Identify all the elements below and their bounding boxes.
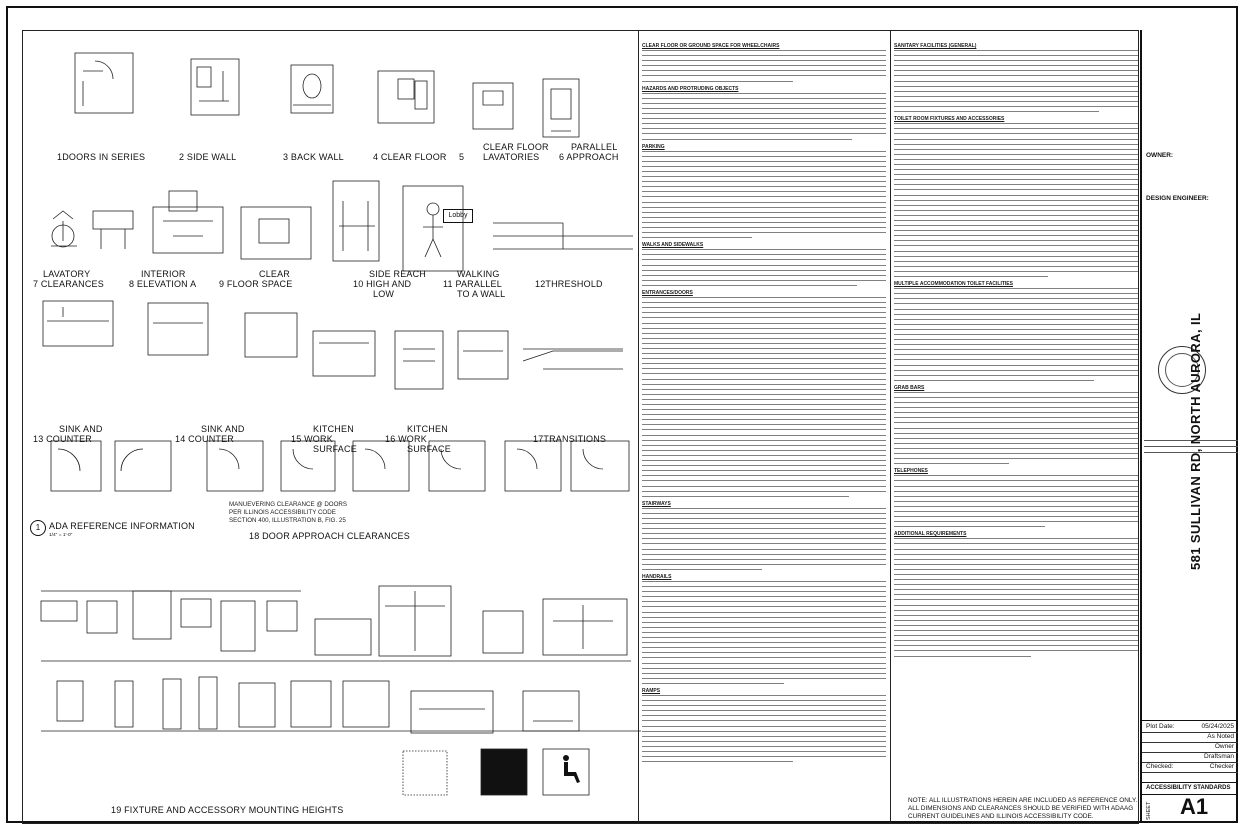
caption-13-line1: SINK AND (59, 424, 103, 434)
ada-reference-title: ADA REFERENCE INFORMATION (49, 521, 195, 531)
spec-text-column-1: CLEAR FLOOR OR GROUND SPACE FOR WHEELCHA… (638, 31, 891, 823)
caption-15-line3: SURFACE (313, 444, 357, 454)
plot-date-row: Plot Date:05/24/2025 (1142, 722, 1238, 733)
caption-9-line2: 9 FLOOR SPACE (219, 279, 293, 289)
maneuvering-clearance-note: MANUEVERING CLEARANCE @ DOORS PER ILLINO… (229, 501, 348, 524)
spec-heading: PARKING (642, 143, 665, 150)
spec-heading: CLEAR FLOOR OR GROUND SPACE FOR WHEELCHA… (642, 43, 780, 49)
spec-paragraph (894, 50, 1138, 113)
spec-heading: HANDRAILS (642, 574, 672, 580)
spec-heading: TOILET ROOM FIXTURES AND ACCESSORIES (894, 116, 1005, 123)
caption-10-line1: SIDE REACH (369, 269, 427, 279)
caption-doors-in-series: 1DOORS IN SERIES (57, 152, 146, 162)
caption-9-line1: CLEAR (259, 269, 291, 279)
spec-paragraph (642, 150, 886, 239)
caption-6-line2: 6 APPROACH (559, 152, 619, 162)
illustration-linework (40, 52, 641, 796)
detail-tag: 1 (30, 520, 46, 536)
caption-11-line2: 11 PARALLEL (443, 279, 502, 289)
caption-5-line1: CLEAR FLOOR (483, 142, 549, 152)
caption-10-line3: LOW (373, 289, 395, 299)
caption-11-line1: WALKING (457, 269, 500, 279)
spec-paragraph (894, 475, 1138, 528)
spec-paragraph (642, 297, 886, 497)
caption-7-line2: 7 CLEARANCES (33, 279, 104, 289)
sheet-title: ACCESSIBILITY STANDARDS (1146, 785, 1231, 791)
caption-16-line3: SURFACE (407, 444, 451, 454)
caption-13-line2: 13 COUNTER (33, 434, 93, 444)
lobby-sign: Lobby (443, 209, 473, 223)
caption-6-line1: PARALLEL (571, 142, 618, 152)
caption-7-line1: LAVATORY (43, 269, 91, 279)
spec-paragraph (642, 92, 886, 140)
caption-15-line2: 15 WORK (291, 434, 333, 444)
caption-side-wall: 2 SIDE WALL (179, 152, 237, 162)
spec-paragraph (642, 507, 886, 570)
caption-5-num: 5 (459, 152, 465, 162)
caption-8-line1: INTERIOR (141, 269, 186, 279)
caption-11-line3: TO A WALL (457, 289, 506, 299)
caption-16-line2: 16 WORK (385, 434, 427, 444)
sheet-number: A1 (1180, 794, 1209, 819)
caption-fixture-mounting: 19 FIXTURE AND ACCESSORY MOUNTING HEIGHT… (111, 805, 344, 815)
caption-10-line2: 10 HIGH AND (353, 279, 412, 289)
spec-heading: GRAB BARS (894, 384, 925, 391)
sheet-label: SHEET (1146, 801, 1152, 820)
spec-heading: STAIRWAYS (642, 500, 671, 507)
reference-note: NOTE: ALL ILLUSTRATIONS HEREIN ARE INCLU… (908, 797, 1138, 820)
owner-row: Owner (1142, 742, 1238, 753)
caption-14-line2: 14 COUNTER (175, 434, 235, 444)
spec-paragraph (642, 581, 886, 684)
spec-heading: RAMPS (642, 687, 661, 694)
scale-row: As Noted (1142, 732, 1238, 743)
accessibility-symbol-icon (563, 755, 580, 783)
ada-illustrations: Lobby 1DOORS IN SERIES 2 SIDE WALL 3 BAC… (23, 31, 641, 823)
spec-text-column-2: SANITARY FACILITIES (GENERAL) TOILET ROOM… (890, 31, 1138, 823)
spec-block: SANITARY FACILITIES (GENERAL) TOILET ROOM… (894, 43, 1138, 661)
spec-block: CLEAR FLOOR OR GROUND SPACE FOR WHEELCHA… (642, 43, 886, 766)
spec-heading: SANITARY FACILITIES (GENERAL) (894, 43, 977, 49)
caption-transitions: 17TRANSITIONS (533, 434, 607, 444)
spec-heading: HAZARDS AND PROTRUDING OBJECTS (642, 85, 739, 92)
spec-heading: WALKS AND SIDEWALKS (642, 242, 704, 249)
spec-paragraph (894, 123, 1138, 278)
caption-8-line2: 8 ELEVATION A (129, 279, 197, 289)
ada-reference-scale: 1/4" = 1'-0" (49, 533, 73, 538)
spec-heading: MULTIPLE ACCOMMODATION TOILET FACILITIES (894, 281, 1013, 288)
spec-paragraph (642, 50, 886, 82)
spec-paragraph (642, 249, 886, 286)
caption-16-line1: KITCHEN (407, 424, 448, 434)
drawing-area: Lobby 1DOORS IN SERIES 2 SIDE WALL 3 BAC… (22, 30, 1139, 824)
caption-14-line1: SINK AND (201, 424, 245, 434)
spec-heading: TELEPHONES (894, 468, 928, 475)
spec-paragraph (894, 391, 1138, 465)
spec-paragraph (642, 694, 886, 763)
checked-row: Checked:Checker (1142, 762, 1238, 773)
design-engineer-label: DESIGN ENGINEER: (1146, 195, 1209, 202)
spec-heading: ENTRANCES/DOORS (642, 290, 693, 297)
engineer-seal (1158, 346, 1206, 394)
spec-heading: ADDITIONAL REQUIREMENTS (894, 531, 967, 538)
owner-label: OWNER: (1146, 152, 1174, 159)
spec-paragraph (894, 538, 1138, 657)
caption-door-approach: 18 DOOR APPROACH CLEARANCES (249, 531, 410, 541)
revision-table (1144, 435, 1238, 453)
drawing-sheet (6, 6, 1238, 823)
caption-5-line2: LAVATORIES (483, 152, 540, 162)
caption-threshold: 12THRESHOLD (535, 279, 603, 289)
caption-clear-floor: 4 CLEAR FLOOR (373, 152, 447, 162)
draftsman-row: Draftsman (1142, 752, 1238, 763)
caption-15-line1: KITCHEN (313, 424, 354, 434)
project-address: 581 SULLIVAN RD, NORTH AURORA, IL (1188, 312, 1203, 570)
caption-back-wall: 3 BACK WALL (283, 152, 344, 162)
spec-paragraph (894, 288, 1138, 381)
title-block: OWNER: DESIGN ENGINEER: 581 SULLIVAN RD,… (1140, 30, 1238, 823)
